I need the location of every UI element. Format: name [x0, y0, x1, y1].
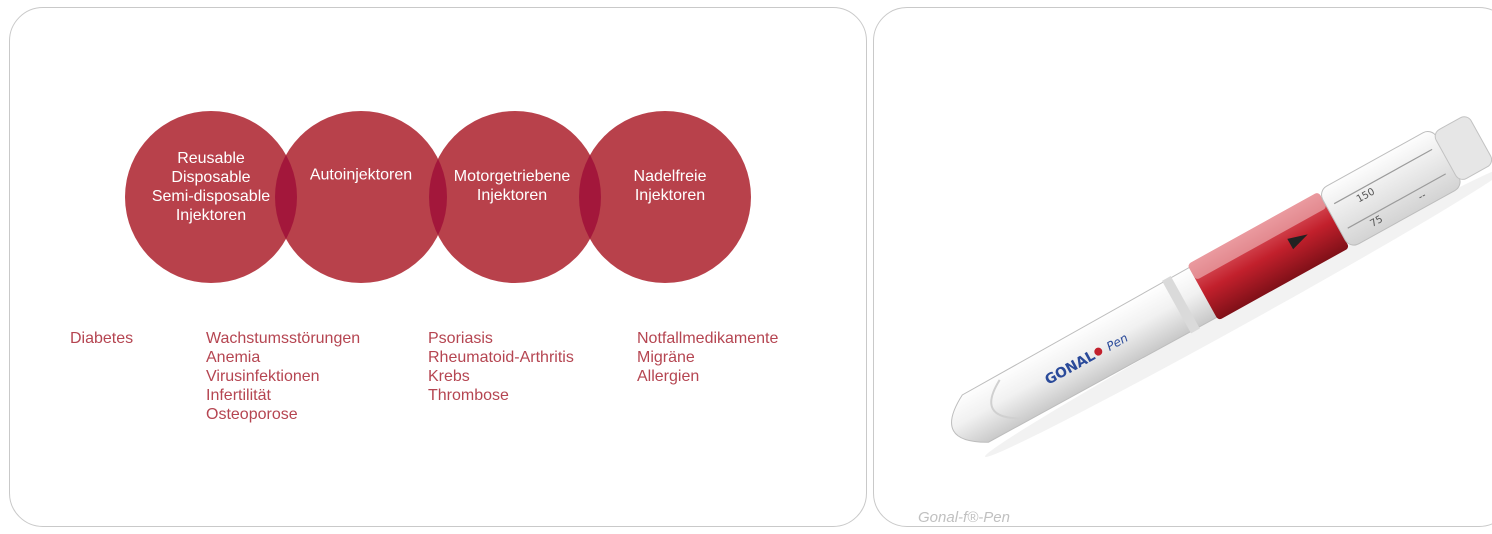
circle-label-motorized: Motorgetriebene Injektoren — [454, 167, 571, 205]
indication-item: Krebs — [428, 367, 574, 386]
product-image-panel: 150 75 -- GONAL Pen Gonal-f®-Pen — [873, 7, 1492, 527]
product-caption: Gonal-f®-Pen — [918, 509, 1010, 526]
indications-column-3: Psoriasis Rheumatoid-Arthritis Krebs Thr… — [428, 329, 574, 405]
indication-item: Infertilität — [206, 386, 360, 405]
indication-item: Thrombose — [428, 386, 574, 405]
circle-label-reusable: Reusable Disposable Semi-disposable Inje… — [152, 149, 270, 225]
injector-types-panel: Reusable Disposable Semi-disposable Inje… — [9, 7, 867, 527]
indication-item: Diabetes — [70, 329, 133, 348]
indications-column-2: Wachstumsstörungen Anemia Virusinfektion… — [206, 329, 360, 424]
indications-column-1: Diabetes — [70, 329, 133, 348]
indication-item: Migräne — [637, 348, 778, 367]
venn-diagram — [10, 8, 868, 528]
indication-item: Rheumatoid-Arthritis — [428, 348, 574, 367]
indication-item: Osteoporose — [206, 405, 360, 424]
indication-item: Anemia — [206, 348, 360, 367]
indication-item: Wachstumsstörungen — [206, 329, 360, 348]
gonal-f-pen-image: 150 75 -- GONAL Pen — [874, 8, 1492, 528]
indication-item: Allergien — [637, 367, 778, 386]
circle-label-needle-free: Nadelfreie Injektoren — [634, 167, 707, 205]
circle-label-autoinjectors: Autoinjektoren — [310, 166, 412, 185]
circle-autoinjectors — [275, 111, 447, 283]
indication-item: Notfallmedikamente — [637, 329, 778, 348]
indications-column-4: Notfallmedikamente Migräne Allergien — [637, 329, 778, 386]
indication-item: Psoriasis — [428, 329, 574, 348]
indication-item: Virusinfektionen — [206, 367, 360, 386]
pen-body: 150 75 -- GONAL Pen — [937, 104, 1492, 473]
